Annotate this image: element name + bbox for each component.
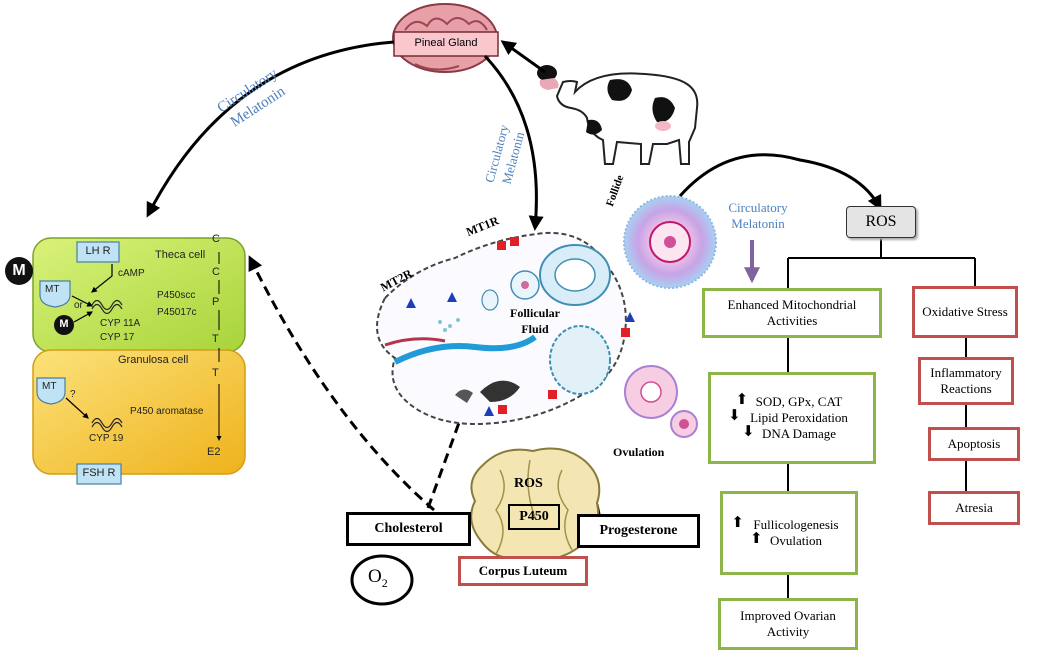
- chain-t2: T: [212, 367, 219, 379]
- cyp17-label: CYP 17: [100, 332, 135, 343]
- dna-icon-granulosa: [91, 417, 123, 433]
- lh-receptor-label: LH R: [85, 245, 111, 257]
- dashed-link-follicle: [426, 419, 462, 509]
- sod-line: ⬆SOD, GPx, CAT: [735, 392, 843, 409]
- p450scc-label: P450scc: [157, 290, 196, 301]
- cyp19-label: CYP 19: [89, 433, 124, 444]
- ros-tree-lines: [787, 236, 976, 598]
- melatonin-big-circle: [5, 257, 33, 285]
- theca-cell-label: Theca cell: [155, 249, 206, 261]
- or-label: or: [74, 300, 83, 311]
- mt-top-label: MT: [45, 284, 60, 295]
- inflammatory-reactions-box: Inflammatory Reactions: [918, 357, 1014, 405]
- enhanced-mitochondrial-box: Enhanced Mitochondrial Activities: [702, 288, 882, 338]
- apoptosis-box: Apoptosis: [928, 427, 1020, 461]
- chain-e2: E2: [207, 446, 221, 458]
- camp-label: cAMP: [118, 268, 145, 279]
- ovulation-label: Ovulation: [613, 445, 665, 459]
- pineal-gland-box: [393, 31, 499, 57]
- improved-ovarian-box: Improved Ovarian Activity: [718, 598, 858, 650]
- fsh-receptor: [76, 463, 122, 485]
- oxygen-circle: [350, 554, 414, 606]
- ovulation-line: ⬆Ovulation: [750, 531, 822, 548]
- cholesterol-box: Cholesterol: [346, 512, 471, 546]
- dna-line: ⬇DNA Damage: [741, 424, 836, 441]
- corpus-luteum-box: Corpus Luteum: [458, 556, 588, 586]
- down-arrow-icon: ⬇: [741, 424, 755, 440]
- chain-p: P: [212, 296, 220, 308]
- arrow-cow-to-pineal: [500, 40, 546, 74]
- progesterone-box: Progesterone: [577, 514, 700, 548]
- up-arrow-icon: ⬆: [750, 531, 763, 547]
- mt-bottom-label: MT: [42, 381, 57, 392]
- pineal-gland-label: Pineal Gland: [414, 37, 478, 49]
- circulatory-melatonin-right-label: Circulatory Melatonin: [728, 200, 788, 231]
- oxidative-stress-box: Oxidative Stress: [912, 286, 1018, 338]
- mt-receptor-bottom: [36, 377, 66, 405]
- p45017c-label: P45017c: [157, 307, 197, 318]
- down-arrow-icon: ⬇: [728, 408, 741, 424]
- atresia-box: Atresia: [928, 491, 1020, 525]
- arrow-follicle-to-ros: [678, 153, 882, 211]
- chain-c2: C: [212, 266, 220, 278]
- mt-receptor-top: [39, 280, 71, 308]
- arrow-pineal-to-steroid: [146, 40, 395, 218]
- p450-aromatase-label: P450 aromatase: [130, 406, 204, 417]
- arrow-cholesterol-to-steroid: [248, 255, 435, 512]
- folliculogenesis-line: ⬆Fullicologenesis: [731, 515, 839, 532]
- up-arrow-icon: ⬆: [735, 392, 749, 408]
- cyp11a-label: CYP 11A: [100, 318, 141, 329]
- chain-c1: C: [212, 233, 220, 245]
- follicular-fluid-label: Follicular Fluid: [510, 306, 560, 336]
- granulosa-cell-label: Granulosa cell: [118, 354, 189, 366]
- melatonin-small-circle: [54, 315, 74, 335]
- follicle-oocyte-icon: [623, 195, 717, 289]
- steroidogenesis-cell: [5, 237, 246, 485]
- arrow-pineal-to-follicle: [483, 54, 544, 231]
- cow-icon: [537, 65, 699, 165]
- chain-t1: T: [212, 333, 219, 345]
- lipid-line: ⬇Lipid Peroxidation: [728, 408, 848, 425]
- dna-icon-theca: [91, 299, 123, 315]
- folliculogenesis-box: ⬆Fullicologenesis ⬆Ovulation: [720, 491, 858, 575]
- antioxidant-box: ⬆SOD, GPx, CAT ⬇Lipid Peroxidation ⬇DNA …: [708, 372, 876, 464]
- granulosa-cell-shape: [32, 349, 246, 475]
- melatonin-small-label: M: [59, 318, 69, 330]
- lh-receptor: [76, 241, 120, 263]
- p450-box: P450: [508, 504, 560, 530]
- melatonin-big-label: M: [12, 262, 26, 279]
- ovulation-cells-icon: [624, 365, 698, 438]
- question-label: ?: [70, 389, 76, 400]
- oxygen-label: O2: [368, 566, 388, 590]
- corpus-ros-label: ROS: [514, 476, 543, 491]
- fsh-receptor-label: FSH R: [82, 467, 116, 479]
- ovary-follicle-illustration: [376, 231, 635, 425]
- up-arrow-icon: ⬆: [731, 515, 744, 531]
- ros-header-box: ROS: [846, 206, 916, 238]
